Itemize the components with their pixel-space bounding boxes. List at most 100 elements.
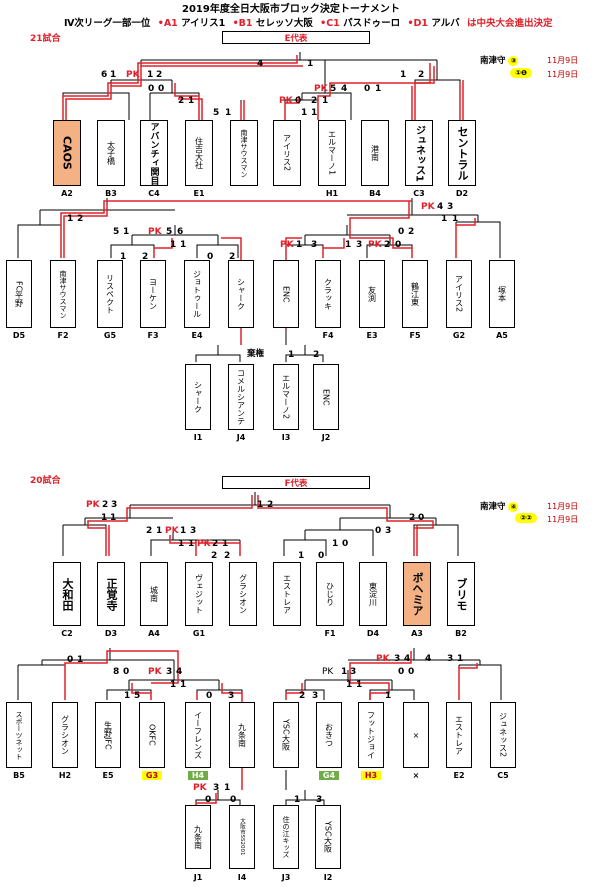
score: 2 — [408, 227, 415, 237]
team-code: C4 — [148, 189, 160, 198]
team-box: スポーツネット — [6, 702, 32, 768]
team-name: 塚本 — [497, 286, 507, 302]
score: 0 — [398, 667, 405, 677]
score: 3 — [394, 654, 401, 664]
team-code: D5 — [12, 331, 26, 340]
team-name: コメルシアンテ — [236, 369, 246, 425]
team-name: × — [411, 730, 421, 740]
score: 1 — [180, 680, 187, 690]
team-code: I1 — [193, 433, 203, 442]
pk-label: PK — [148, 227, 162, 237]
score: 3 — [190, 526, 197, 536]
score: 1 — [180, 526, 187, 536]
team-box: セントラル — [448, 120, 476, 186]
team-box: おきつ — [316, 702, 342, 768]
team-code: G2 — [452, 331, 466, 340]
score: 0 — [206, 691, 213, 701]
team-name: セントラル — [456, 125, 469, 181]
score: 3 — [447, 202, 454, 212]
team-box: ひじり — [316, 562, 344, 626]
top-date2: 11月9日 — [547, 70, 579, 79]
team-code: × — [412, 771, 420, 780]
score: 2 — [418, 70, 425, 80]
score: 1 — [385, 691, 392, 701]
team-code: A2 — [61, 189, 73, 198]
team-code: G4 — [319, 771, 339, 780]
team-name: 大阪市SS2001 — [239, 818, 245, 856]
team-box: 南津サウスマン — [230, 120, 258, 186]
team-name: フットジョイ — [366, 711, 376, 759]
score: 1 — [298, 551, 305, 561]
subtitle-b1: •B1 — [232, 18, 253, 29]
score: 0 — [207, 252, 214, 262]
team-name: 東淀川 — [368, 582, 378, 606]
team-name: エルマーノ2 — [281, 374, 291, 420]
score: 1 — [457, 654, 464, 664]
score: 3 — [312, 691, 319, 701]
subtitle-prefix: Ⅳ次リーグ一部一位 — [64, 18, 151, 29]
team-code: E1 — [193, 189, 205, 198]
pk-label: PK — [376, 654, 390, 664]
score: 1 — [441, 214, 448, 224]
team-code: J2 — [321, 433, 331, 442]
pk-label: PK — [86, 500, 100, 510]
team-box: OKFC — [139, 702, 165, 768]
team-box: 太子橋 — [97, 120, 125, 186]
team-name: 友渕 — [367, 286, 377, 302]
subtitle-a1: •A1 — [157, 18, 178, 29]
score: 0 — [230, 795, 237, 805]
team-name: 太子橋 — [106, 141, 116, 165]
score: 2 — [384, 240, 391, 250]
team-box: YSC大阪 — [315, 805, 341, 869]
score: 6 — [177, 227, 184, 237]
score: 0 — [342, 539, 349, 549]
team-box: フットジョイ — [358, 702, 384, 768]
score: 3 — [311, 240, 318, 250]
team-code: B3 — [105, 189, 117, 198]
pk-label: PK — [148, 667, 162, 677]
score: 4 — [437, 202, 444, 212]
score: 1 — [101, 513, 108, 523]
team-box: ヨーケン — [140, 260, 166, 328]
team-code: D2 — [455, 189, 469, 198]
team-box: 九条南 — [229, 702, 255, 768]
top-rep-label: E代表 — [222, 31, 370, 44]
score: 1 — [147, 70, 154, 80]
team-name: スポーツネット — [15, 710, 23, 760]
score: 2 — [77, 214, 84, 224]
team-box: ENC — [273, 260, 299, 328]
score: 1 — [296, 240, 303, 250]
score: 1 — [452, 214, 459, 224]
team-name: OKFC — [147, 724, 157, 746]
team-name: ボヘミア — [411, 572, 424, 616]
score: 3 — [213, 783, 220, 793]
score: 0 — [418, 513, 425, 523]
score: 4 — [176, 667, 183, 677]
team-box: 正覚寺 — [97, 562, 125, 626]
pk-label: PK — [193, 783, 207, 793]
team-code: A4 — [148, 629, 160, 638]
team-name: 住の江キッズ — [282, 816, 290, 858]
bottom-seed-nums2: ②② — [515, 513, 537, 523]
score: 1 — [156, 526, 163, 536]
team-code: F3 — [147, 331, 159, 340]
team-code: F4 — [322, 331, 334, 340]
score: 4 — [404, 654, 411, 664]
team-code: F1 — [324, 629, 336, 638]
team-name: アバンチィ関目 — [148, 121, 159, 185]
team-box: 城南 — [140, 562, 168, 626]
team-code: A3 — [411, 629, 423, 638]
team-box: 南津サウスマン — [50, 260, 76, 328]
score: 3 — [111, 500, 118, 510]
pk-label: PK — [322, 667, 334, 677]
score: 1 — [224, 783, 231, 793]
team-box: コメルシアンテ — [228, 364, 254, 430]
team-code: H1 — [325, 189, 339, 198]
team-box: ジュネッス2 — [490, 702, 516, 768]
score: 3 — [356, 240, 363, 250]
team-box: ヴェジット — [185, 562, 213, 626]
team-box: FC平野 — [6, 260, 32, 328]
team-code: C3 — [413, 189, 425, 198]
score: 1 — [301, 108, 308, 118]
forfeit-label: 棄権 — [247, 349, 265, 359]
